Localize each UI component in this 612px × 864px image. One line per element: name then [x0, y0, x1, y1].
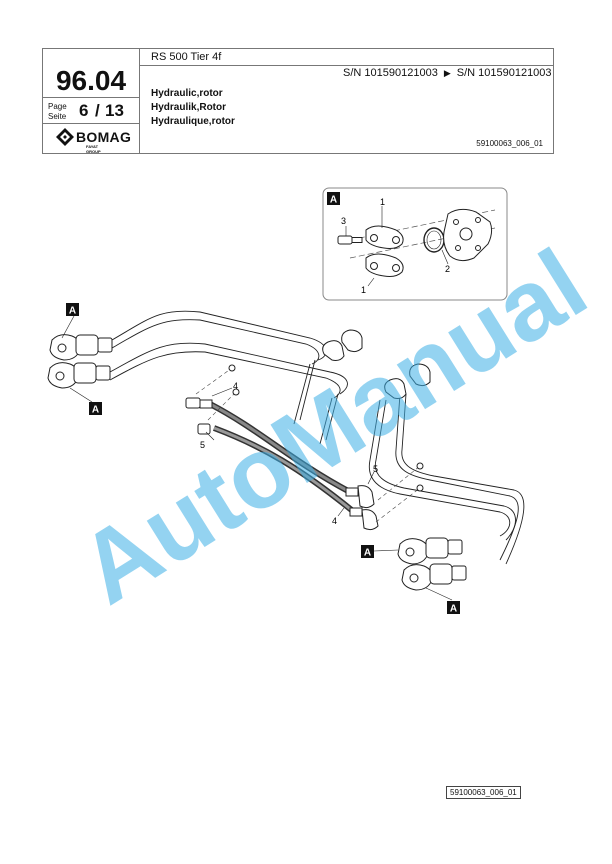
- section-number: 96.04: [55, 65, 127, 96]
- detail-marker-a: [89, 402, 102, 415]
- detail-marker-a: [361, 545, 374, 558]
- header-drawing-ref: 59100063_006_01: [476, 139, 543, 148]
- page-label-en: Page: [48, 102, 67, 111]
- brand-subtitle: FAYAT GROUP: [86, 144, 101, 154]
- page-total: 13: [105, 101, 124, 120]
- detail-marker-a-text: A: [364, 548, 371, 559]
- bomag-logo: BOMAG FAYAT GROUP: [55, 127, 131, 154]
- detail-marker-a-text: A: [69, 306, 76, 317]
- callout-1-lower: 1: [361, 285, 366, 295]
- leader-lines: [61, 315, 453, 601]
- callout-3: 3: [341, 216, 346, 226]
- model-name: RS 500 Tier 4f: [151, 51, 222, 63]
- serial-range: S/N 101590121003 ▶ S/N 101590121003: [343, 67, 552, 79]
- title-en: Hydraulic,rotor: [151, 88, 223, 99]
- divider: [43, 97, 139, 98]
- divider: [43, 123, 139, 124]
- serial-to: S/N 101590121003: [456, 67, 552, 79]
- page-label-de: Seite: [48, 112, 67, 121]
- detail-marker-a: [447, 601, 460, 614]
- callout-1: 1: [380, 197, 385, 207]
- page-slash: /: [95, 101, 100, 120]
- hose-callouts: 4 5 5 4: [200, 381, 378, 526]
- page-labels: Page Seite: [48, 102, 67, 122]
- brand-name: BOMAG: [76, 129, 132, 145]
- detail-label: A: [330, 195, 337, 206]
- elbow-fittings: [322, 329, 431, 399]
- callout-5-right: 5: [373, 464, 378, 474]
- right-motor-fittings: [397, 537, 467, 591]
- bomag-logo-icon: [56, 128, 74, 146]
- serial-from: S/N 101590121003: [343, 67, 438, 79]
- callout-4-right: 4: [332, 516, 337, 526]
- detail-inset: A 1 3 2 1: [322, 187, 508, 301]
- detail-marker-a-text: A: [450, 604, 457, 615]
- callout-2: 2: [445, 264, 450, 274]
- left-motor-fittings: [47, 334, 113, 389]
- page-header: 96.04 Page Seite 6 / 13 BOMAG FAYAT GROU…: [42, 48, 554, 154]
- section-block: 96.04 Page Seite 6 / 13 BOMAG FAYAT GROU…: [43, 49, 140, 154]
- callout-4: 4: [233, 381, 238, 391]
- arrow-right-icon: ▶: [443, 68, 451, 78]
- detail-marker-a-text: A: [92, 405, 99, 416]
- callout-5: 5: [200, 440, 205, 450]
- hoses: [185, 364, 424, 531]
- divider: [139, 65, 553, 66]
- rigid-pipes: [109, 310, 525, 565]
- bolt: [337, 235, 363, 245]
- title-fr: Hydraulique,rotor: [151, 116, 235, 127]
- section-titles: Hydraulic,rotor Hydraulik,Rotor Hydrauli…: [151, 87, 235, 129]
- page-number: 6: [79, 101, 89, 120]
- detail-marker-a: [66, 303, 79, 316]
- footer-drawing-ref: 59100063_006_01: [446, 786, 521, 799]
- exploded-drawing: A 1 3 2 1 A A: [47, 187, 525, 615]
- title-de: Hydraulik,Rotor: [151, 102, 227, 113]
